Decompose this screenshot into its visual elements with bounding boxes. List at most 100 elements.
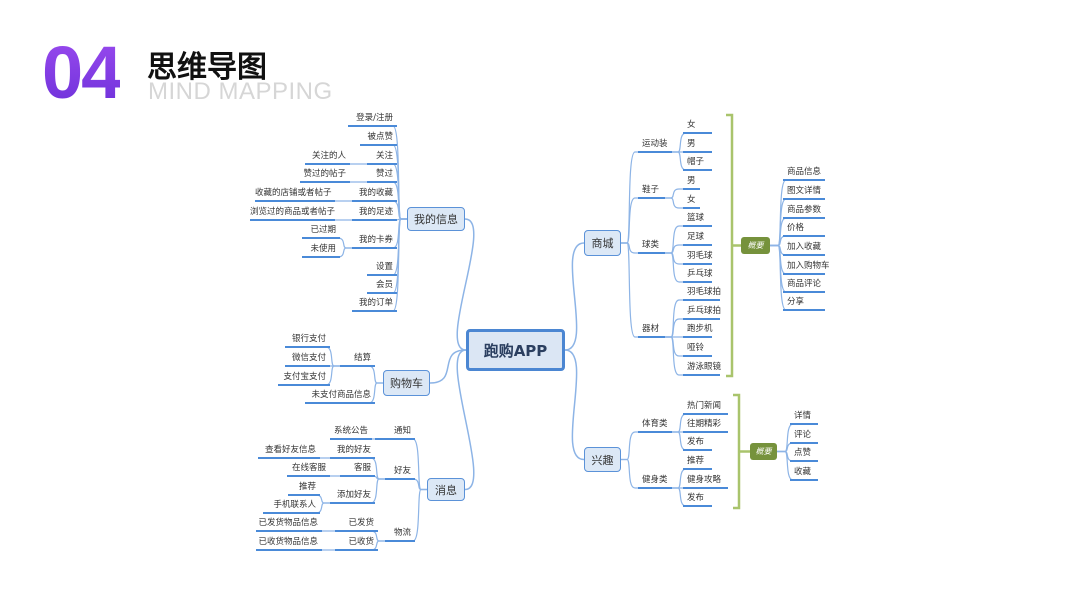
node-3-2[interactable]: 球类 — [638, 239, 665, 254]
node-2-2-1[interactable]: 已收货 — [335, 536, 378, 551]
summary-item[interactable]: 价格 — [783, 222, 825, 237]
node-2-2[interactable]: 物流 — [385, 527, 415, 542]
connector — [726, 113, 741, 378]
node-4-0-1[interactable]: 往期精彩 — [683, 418, 728, 433]
summary-item[interactable]: 加入收藏 — [783, 241, 825, 256]
node-3-3-4[interactable]: 游泳眼镜 — [683, 361, 721, 376]
node-0-8[interactable]: 会员 — [367, 279, 397, 294]
node-3-1-1[interactable]: 女 — [683, 194, 700, 209]
node-0-7[interactable]: 设置 — [367, 261, 397, 276]
node-4-0[interactable]: 体育类 — [638, 418, 672, 433]
connector — [733, 393, 750, 510]
summary-item[interactable]: 评论 — [790, 429, 818, 444]
node-4-0-0[interactable]: 热门新闻 — [683, 400, 728, 415]
node-4-1-2[interactable]: 发布 — [683, 492, 712, 507]
connector — [621, 431, 638, 461]
node-4-1-0[interactable]: 推荐 — [683, 455, 712, 470]
node-3-3[interactable]: 器材 — [638, 323, 665, 338]
node-2-1-2-1[interactable]: 手机联系人 — [263, 499, 320, 514]
connector — [621, 242, 638, 254]
connector — [368, 365, 383, 384]
branch-4[interactable]: 兴趣 — [584, 447, 621, 472]
node-0-6-0[interactable]: 已过期 — [302, 224, 340, 239]
node-0-5[interactable]: 我的足迹 — [352, 206, 397, 221]
node-2-1[interactable]: 好友 — [385, 465, 415, 480]
section-number: 04 — [42, 31, 122, 114]
connector — [412, 488, 427, 542]
node-2-1-1[interactable]: 客服 — [340, 462, 375, 477]
connector — [665, 197, 683, 209]
connector — [621, 458, 638, 489]
node-0-3-0[interactable]: 赞过的帖子 — [300, 168, 350, 183]
node-3-0-0[interactable]: 女 — [683, 119, 712, 134]
connector — [337, 247, 352, 258]
summary-3[interactable]: 概要 — [741, 237, 770, 254]
node-1-0-2[interactable]: 支付宝支付 — [278, 371, 330, 386]
node-3-3-2[interactable]: 跑步机 — [683, 323, 713, 338]
summary-item[interactable]: 图文详情 — [783, 185, 825, 200]
node-2-1-2[interactable]: 添加好友 — [330, 489, 375, 504]
node-0-0[interactable]: 登录/注册 — [348, 112, 397, 127]
node-0-5-0[interactable]: 浏览过的商品或者帖子 — [250, 206, 335, 221]
summary-item[interactable]: 分享 — [783, 296, 825, 311]
connector — [621, 242, 638, 338]
summary-item[interactable]: 收藏 — [790, 466, 818, 481]
node-3-3-0[interactable]: 羽毛球拍 — [683, 286, 721, 301]
node-2-1-0-0[interactable]: 查看好友信息 — [258, 444, 320, 459]
node-0-2[interactable]: 关注 — [367, 150, 397, 165]
summary-item[interactable]: 点赞 — [790, 447, 818, 462]
summary-4[interactable]: 概要 — [750, 443, 777, 460]
node-1-0-1[interactable]: 微信支付 — [285, 352, 330, 367]
node-3-2-0[interactable]: 篮球 — [683, 212, 712, 227]
node-3-0[interactable]: 运动装 — [638, 138, 672, 153]
node-0-4[interactable]: 我的收藏 — [352, 187, 397, 202]
connector — [412, 438, 427, 491]
node-0-1[interactable]: 被点赞 — [360, 131, 397, 146]
node-2-1-1-0[interactable]: 在线客服 — [287, 462, 330, 477]
node-2-2-0-0[interactable]: 已发货物品信息 — [256, 517, 322, 532]
page-subtitle: MIND MAPPING — [148, 78, 333, 105]
node-3-2-2[interactable]: 羽毛球 — [683, 250, 713, 265]
summary-item[interactable]: 商品参数 — [783, 204, 825, 219]
node-1-1[interactable]: 未支付商品信息 — [305, 389, 375, 404]
node-3-3-1[interactable]: 乒乓球拍 — [683, 305, 721, 320]
node-4-1[interactable]: 健身类 — [638, 474, 672, 489]
node-0-6[interactable]: 我的卡券 — [352, 234, 397, 249]
node-2-2-1-0[interactable]: 已收货物品信息 — [256, 536, 322, 551]
node-0-6-1[interactable]: 未使用 — [302, 243, 340, 258]
branch-3[interactable]: 商城 — [584, 230, 621, 256]
summary-item[interactable]: 商品评论 — [783, 278, 825, 293]
summary-item[interactable]: 详情 — [790, 410, 818, 425]
node-2-2-0[interactable]: 已发货 — [335, 517, 378, 532]
node-0-4-0[interactable]: 收藏的店铺或者帖子 — [255, 187, 335, 202]
node-2-0[interactable]: 通知 — [375, 425, 415, 440]
branch-0[interactable]: 我的信息 — [407, 207, 465, 231]
summary-item[interactable]: 加入购物车 — [783, 260, 830, 275]
root-node[interactable]: 跑购APP — [466, 329, 565, 371]
node-0-3[interactable]: 赞过 — [367, 168, 397, 183]
node-1-0-0[interactable]: 银行支付 — [285, 333, 330, 348]
connector — [564, 349, 585, 461]
node-4-1-1[interactable]: 健身攻略 — [683, 474, 728, 489]
connector — [564, 242, 585, 351]
node-3-1[interactable]: 鞋子 — [638, 184, 665, 199]
node-3-0-1[interactable]: 男 — [683, 138, 712, 153]
connector — [665, 252, 683, 283]
branch-1[interactable]: 购物车 — [383, 370, 430, 396]
node-3-2-3[interactable]: 乒乓球 — [683, 268, 713, 283]
node-0-2-0[interactable]: 关注的人 — [305, 150, 350, 165]
node-4-0-2[interactable]: 发布 — [683, 436, 712, 451]
node-0-9[interactable]: 我的订单 — [352, 297, 397, 312]
branch-2[interactable]: 消息 — [427, 478, 465, 501]
node-3-2-1[interactable]: 足球 — [683, 231, 712, 246]
connector — [665, 318, 683, 338]
node-3-0-2[interactable]: 帽子 — [683, 156, 712, 171]
node-2-0-0[interactable]: 系统公告 — [330, 425, 372, 440]
node-1-0[interactable]: 结算 — [340, 352, 375, 367]
node-3-1-0[interactable]: 男 — [683, 175, 700, 190]
node-3-3-3[interactable]: 哑铃 — [683, 342, 712, 357]
node-2-1-0[interactable]: 我的好友 — [330, 444, 375, 459]
summary-item[interactable]: 商品信息 — [783, 166, 825, 181]
node-2-1-2-0[interactable]: 推荐 — [288, 481, 320, 496]
